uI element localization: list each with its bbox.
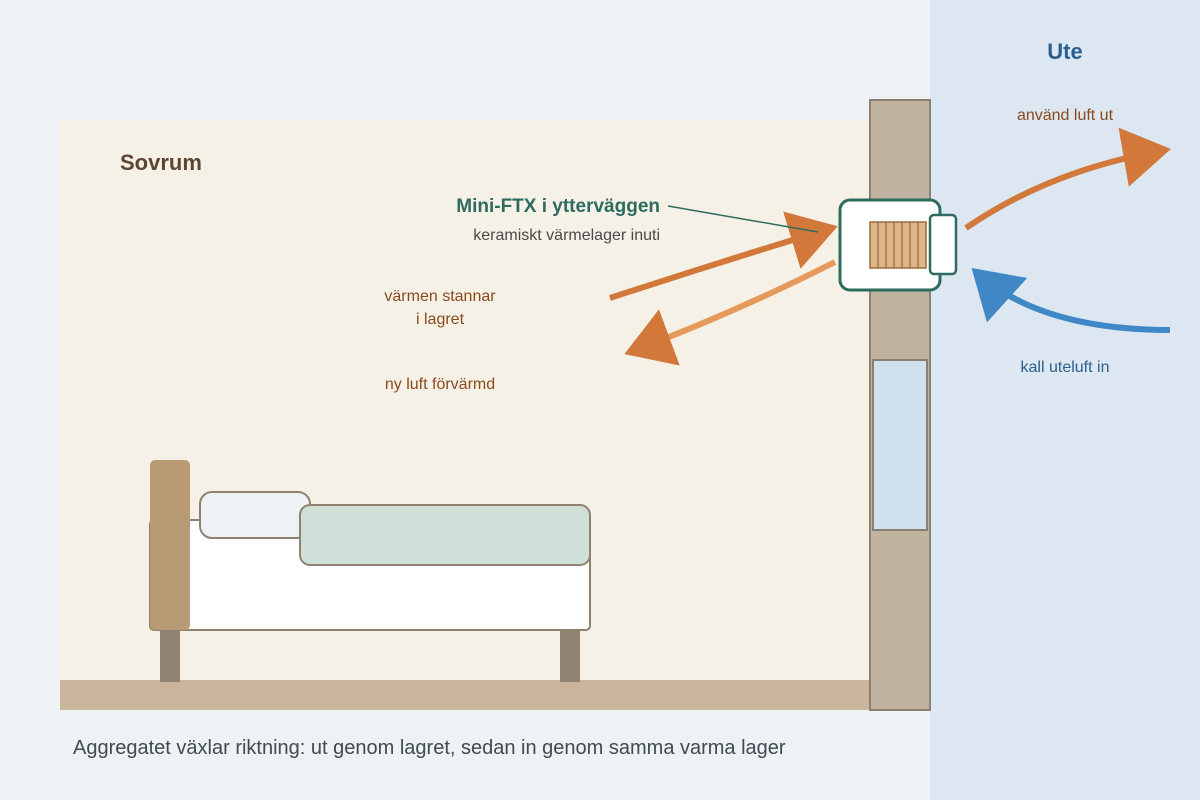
floor — [60, 680, 872, 710]
caption: Aggregatet växlar riktning: ut genom lag… — [73, 737, 786, 759]
room-label: Sovrum — [120, 150, 202, 175]
preheated-air-label: ny luft förvärmd — [385, 376, 495, 393]
unit-title: Mini-FTX i ytterväggen — [456, 196, 660, 217]
wall-window — [872, 359, 928, 531]
bed — [149, 460, 591, 682]
outside-label: Ute — [1047, 39, 1082, 64]
bed-leg-left — [160, 625, 180, 682]
headboard — [150, 460, 190, 630]
unit-leader-line — [667, 205, 819, 233]
unit-subtitle: keramiskt värmelager inuti — [473, 227, 660, 244]
ceramic-heat-storage — [869, 221, 927, 269]
exhaust-air-out-arrow — [964, 127, 1171, 231]
ceramic-core-lines — [877, 222, 919, 268]
exhaust-out-label: använd luft ut — [1017, 107, 1114, 124]
heat-stays-label-line2: i lagret — [416, 311, 465, 328]
indoor-air-to-unit-arrow — [609, 211, 838, 301]
mini-ftx-unit — [838, 198, 958, 292]
duvet — [299, 504, 591, 566]
cold-air-in-arrow — [971, 267, 1171, 333]
bed-leg-right — [560, 625, 580, 682]
outer-vent-cap — [928, 213, 958, 276]
cold-in-label: kall uteluft in — [1021, 359, 1110, 376]
preheated-air-in-arrow — [624, 259, 837, 366]
pillow — [199, 491, 311, 539]
heat-stays-label-line1: värmen stannar — [384, 288, 496, 305]
